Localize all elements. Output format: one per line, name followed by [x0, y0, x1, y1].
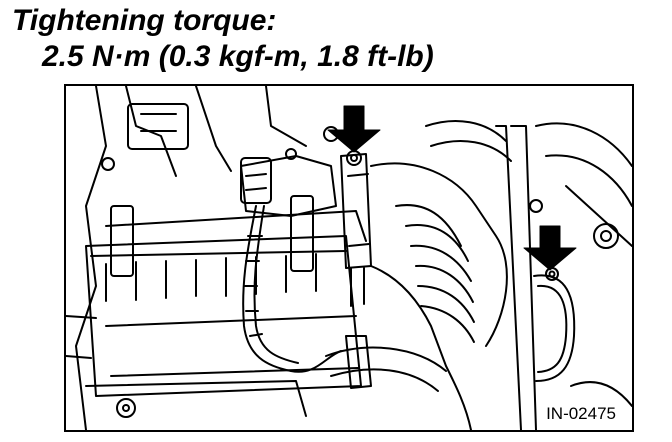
right-pipe — [425, 120, 543, 430]
engine-bay-outline — [75, 86, 339, 430]
right-clamp-arrow-icon — [523, 225, 577, 271]
right-hose-clamp — [533, 267, 576, 382]
left-clamp-arrow-icon — [327, 105, 381, 153]
left-hose-clamp — [340, 150, 372, 307]
torque-heading: Tightening torque: — [12, 4, 277, 37]
air-intake-box — [66, 195, 367, 418]
intake-duct — [370, 162, 508, 430]
torque-value: 2.5 N·m (0.3 kgf-m, 1.8 ft-lb) — [42, 40, 434, 73]
figure-id-label: IN-02475 — [544, 404, 618, 424]
engine-illustration: IN-02475 — [64, 84, 634, 432]
lower-hose — [325, 335, 447, 392]
